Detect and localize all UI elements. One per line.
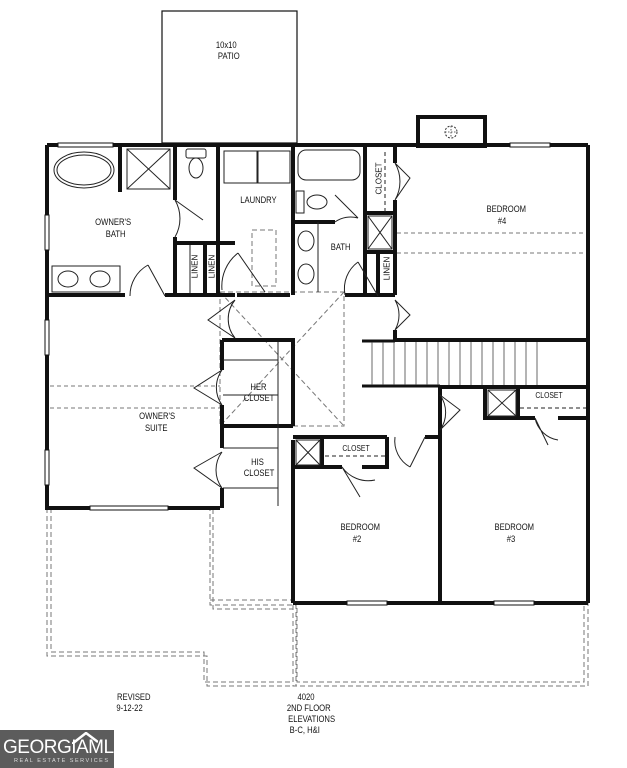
- his-closet-label-2: CLOSET: [243, 468, 275, 478]
- revised-date: 9-12-22: [116, 703, 143, 713]
- sink-icon: [297, 263, 315, 285]
- shower-icon: [126, 148, 171, 190]
- owners-bath-label-1: OWNER'S: [95, 217, 132, 227]
- washer-icon: [223, 150, 258, 184]
- elevations-label: ELEVATIONS: [288, 714, 336, 724]
- logo-tagline: REAL ESTATE SERVICES: [14, 758, 110, 764]
- linen-label-3: LINEN: [382, 256, 392, 281]
- owners-suite-label-2: SUITE: [144, 423, 168, 433]
- closet-label-bath: CLOSET: [374, 162, 384, 195]
- patio-label: PATIO: [217, 51, 240, 61]
- patio-size: 10x10: [215, 40, 237, 50]
- closet-label-bed3: CLOSET: [535, 391, 563, 400]
- linen-label-2: LINEN: [207, 254, 217, 279]
- roof-icon: [72, 732, 98, 744]
- sink-icon: [297, 230, 315, 252]
- bedroom3-label-2: #3: [506, 534, 516, 544]
- bumpout: [416, 115, 487, 148]
- bathtub-icon: [53, 151, 115, 189]
- toilet-icon: [306, 194, 328, 210]
- bedroom4-label-2: #4: [497, 216, 507, 226]
- logo-name: GEORGIAMLS: [3, 737, 126, 758]
- toilet-icon: [188, 157, 204, 179]
- stairs: [362, 339, 538, 388]
- attic-access: [219, 229, 345, 427]
- linen-label-1: LINEN: [190, 254, 200, 279]
- closet-label-bed2: CLOSET: [342, 444, 370, 453]
- dryer-icon: [257, 150, 291, 184]
- bedroom2-label-2: #2: [352, 534, 362, 544]
- plan-number: 4020: [297, 692, 315, 702]
- bedroom2-label-1: BEDROOM: [340, 522, 381, 532]
- lower-roof-outline: [46, 508, 589, 687]
- sink-icon: [57, 270, 79, 288]
- elevations-value: B-C, H&I: [289, 725, 320, 735]
- floor-label: 2ND FLOOR: [286, 703, 331, 713]
- laundry-label: LAUNDRY: [240, 195, 277, 205]
- bedroom4-label-1: BEDROOM: [486, 204, 527, 214]
- revised-label: REVISED: [116, 692, 151, 702]
- tub-icon: [297, 149, 361, 181]
- her-closet-label-2: CLOSET: [243, 393, 275, 403]
- her-closet-label-1: HER: [250, 382, 267, 392]
- his-closet-label-1: HIS: [251, 457, 264, 467]
- windows: [44, 142, 551, 606]
- sink-icon: [89, 270, 111, 288]
- patio-outline: [161, 10, 298, 144]
- bath-label: BATH: [330, 242, 351, 252]
- georgia-mls-logo: GEORGIAMLS REAL ESTATE SERVICES: [0, 730, 126, 768]
- owners-suite-label-1: OWNER'S: [139, 411, 176, 421]
- doors: [129, 162, 559, 498]
- owners-bath-label-2: BATH: [105, 229, 126, 239]
- bedroom3-label-1: BEDROOM: [494, 522, 535, 532]
- fixtures: [51, 148, 586, 506]
